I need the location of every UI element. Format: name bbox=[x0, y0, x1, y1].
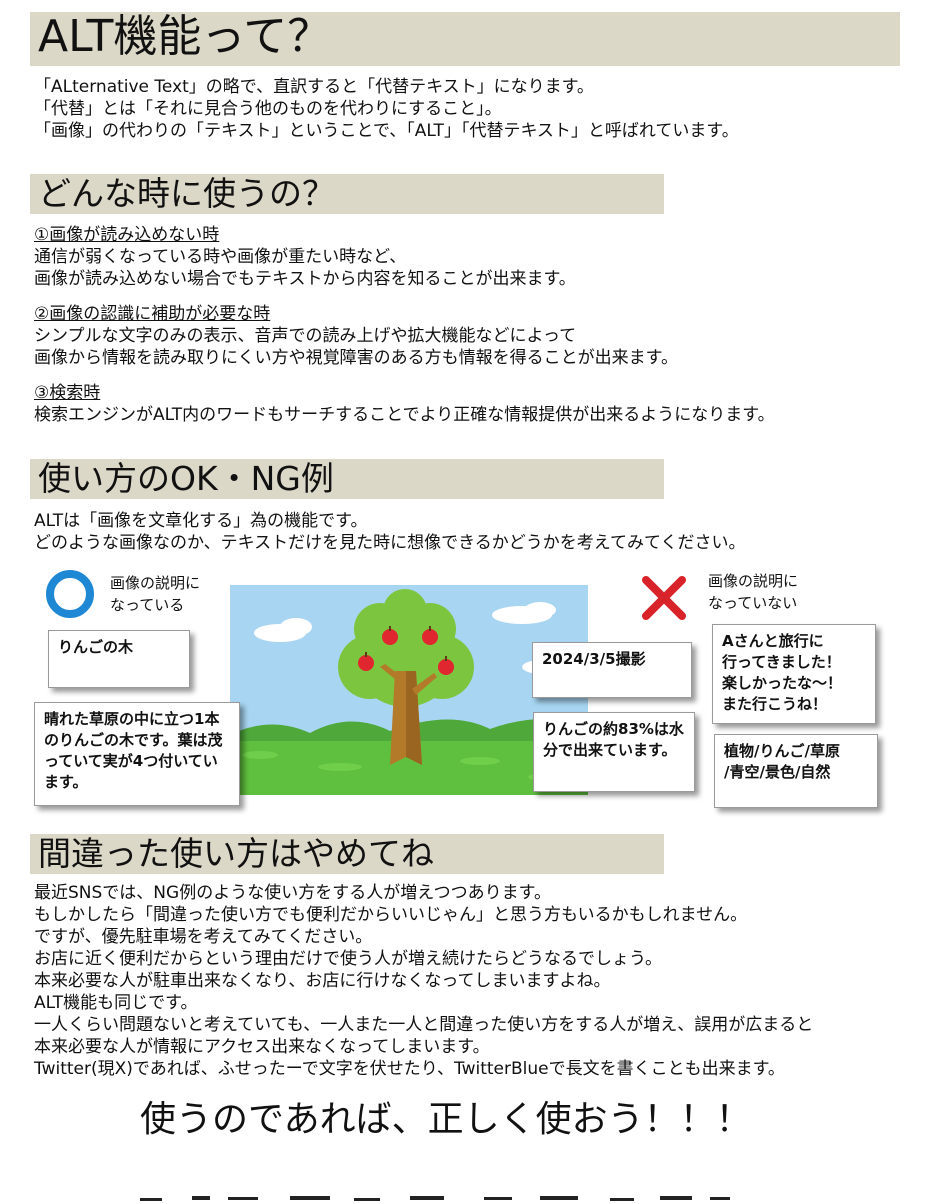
ok-alt-box-short: りんごの木 bbox=[48, 630, 190, 688]
search-text: 検索エンジンがALT内のワードもサーチすることでより正確な情報提供が出来るように… bbox=[34, 404, 775, 426]
tree-trunk-shade bbox=[406, 671, 422, 765]
cannot-load-text: 通信が弱くなっている時や画像が重たい時など、 画像が読み込めない場合でもテキスト… bbox=[34, 246, 576, 290]
apple-tree-illustration bbox=[230, 585, 588, 795]
ng-caption: 画像の説明に なっていない bbox=[708, 572, 799, 612]
alt-intro-text: 「ALternative Text」の略で、直訳すると「代替テキスト」になります… bbox=[34, 76, 739, 142]
tree-branch bbox=[412, 673, 437, 695]
ng-cross-icon bbox=[642, 576, 686, 620]
text-line: 検索エンジンがALT内のワードもサーチすることでより正確な情報提供が出来るように… bbox=[34, 405, 775, 425]
text-line: 通信が弱くなっている時や画像が重たい時など、 bbox=[34, 247, 407, 267]
text-line: どのような画像なのか、テキストだけを見た時に想像できるかどうかを考えてみてくださ… bbox=[34, 533, 746, 553]
subheading-cannot-load: ①画像が読み込めない時 bbox=[34, 225, 220, 245]
text-line: ALTは「画像を文章化する」為の機能です。 bbox=[34, 511, 368, 531]
heading-band-when bbox=[30, 174, 664, 214]
heading-band-alt bbox=[30, 12, 900, 66]
apple-icon bbox=[422, 626, 438, 645]
text-line: 画像が読み込めない場合でもテキストから内容を知ることが出来ます。 bbox=[34, 269, 576, 289]
heading-stop-misuse: 間違った使い方はやめてね bbox=[38, 834, 434, 873]
apple-icon bbox=[438, 656, 454, 675]
heading-ok-ng-examples: 使い方のOK・NG例 bbox=[38, 459, 334, 498]
cloud bbox=[254, 618, 312, 642]
ok-caption: 画像の説明に なっている bbox=[110, 574, 201, 614]
text-line: お店に近く便利だからという理由だけで使う人が増え続けたらどうなるでしょう。 bbox=[34, 949, 662, 969]
text-line: シンプルな文字のみの表示、音声での読み上げや拡大機能などによって bbox=[34, 326, 577, 346]
examples-intro-text: ALTは「画像を文章化する」為の機能です。 どのような画像なのか、テキストだけを… bbox=[34, 510, 745, 554]
ok-circle-icon bbox=[46, 570, 94, 618]
text-line: 最近SNSでは、NG例のような使い方をする人が増えつつあります。 bbox=[34, 883, 551, 903]
text-line: 「代替」とは「それに見合う他のものを代わりにすること」。 bbox=[34, 99, 502, 119]
text-line: もしかしたら「間違った使い方でも便利だからいいじゃん」と思う方もいるかもしれませ… bbox=[34, 905, 748, 925]
cloud bbox=[492, 602, 556, 624]
subheading-search: ③検索時 bbox=[34, 383, 101, 403]
text-line: ですが、優先駐車場を考えてみてください。 bbox=[34, 927, 373, 947]
slogan-use-correctly: 使うのであれば、正しく使おう！！！ bbox=[140, 1099, 752, 1140]
tree-branch bbox=[380, 664, 402, 683]
ng-alt-box-trivia: りんごの約83%は水分で出来ています。 bbox=[533, 712, 695, 792]
ok-alt-box-detailed: 晴れた草原の中に立つ1本のりんごの木です。葉は茂っていて実が4つ付いています。 bbox=[34, 702, 240, 806]
subheading-assist: ②画像の認識に補助が必要な時 bbox=[34, 304, 271, 324]
text-line: 本来必要な人が駐車出来なくなり、お店に行けなくなってしまいますよね。 bbox=[34, 971, 611, 991]
heading-band-misuse bbox=[30, 834, 664, 874]
apple-icon bbox=[382, 626, 398, 645]
heading-when-to-use: どんな時に使うの？ bbox=[38, 174, 335, 213]
ng-alt-box-date: 2024/3/5撮影 bbox=[532, 642, 692, 698]
text-line: 「ALternative Text」の略で、直訳すると「代替テキスト」になります… bbox=[34, 77, 594, 97]
text-line: ALT機能も同じです。 bbox=[34, 993, 198, 1013]
text-line: Twitter(現X)であれば、ふせったーで文字を伏せたり、TwitterBlu… bbox=[34, 1059, 785, 1079]
text-line: 一人くらい問題ないと考えていても、一人また一人と間違った使い方をする人が増え、誤… bbox=[34, 1015, 814, 1035]
heading-alt-function: ALT機能って？ bbox=[38, 11, 332, 62]
apple-icon bbox=[358, 652, 374, 671]
text-line: 「画像」の代わりの「テキスト」ということで、「ALT」「代替テキスト」と呼ばれて… bbox=[34, 121, 739, 141]
misuse-text: 最近SNSでは、NG例のような使い方をする人が増えつつあります。 もしかしたら「… bbox=[34, 882, 813, 1080]
ng-alt-box-tags: 植物/りんご/草原 /青空/景色/自然 bbox=[714, 734, 878, 808]
text-line: 本来必要な人が情報にアクセス出来なくなってしまいます。 bbox=[34, 1037, 490, 1057]
heading-band-examples bbox=[30, 459, 664, 499]
ng-alt-box-diary: Aさんと旅行に 行ってきました！ 楽しかったな～！ また行こうね！ bbox=[712, 624, 876, 724]
text-line: 画像から情報を読み取りにくい方や視覚障害のある方も情報を得ることが出来ます。 bbox=[34, 348, 678, 368]
cropped-text-fragment bbox=[140, 1196, 730, 1201]
assist-text: シンプルな文字のみの表示、音声での読み上げや拡大機能などによって 画像から情報を… bbox=[34, 325, 678, 369]
